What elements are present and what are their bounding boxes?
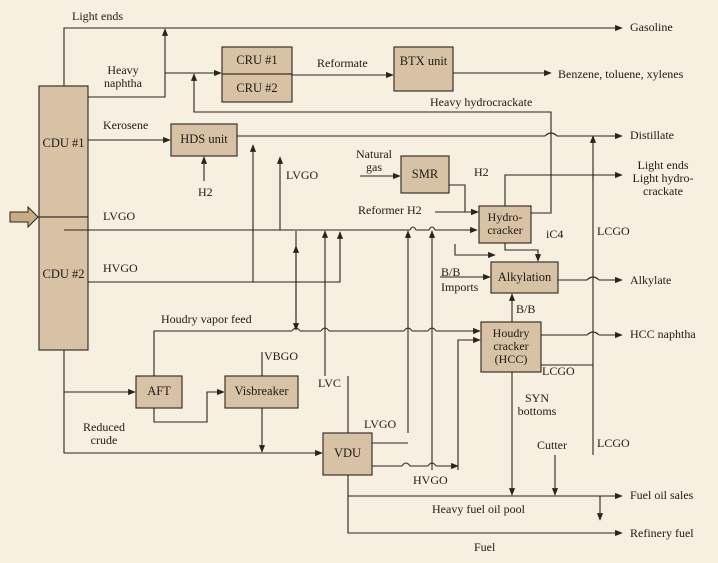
- heavy-hydrocrackate-label: Heavy hydrocrackate: [430, 95, 533, 109]
- aft-label: AFT: [147, 384, 171, 398]
- hcc-box: [480, 321, 542, 373]
- vbgo-label: VBGO: [264, 349, 299, 363]
- distillate-label: Distillate: [630, 128, 674, 142]
- btx-label: BTX unit: [399, 54, 448, 68]
- lvgo-to-hydrocracker-line: [454, 244, 496, 259]
- light-ends-crackate-label: Light ends Light hydro-crackate: [632, 158, 694, 198]
- cdu2-box: [38, 216, 89, 351]
- lcgo-right-label: LCGO: [597, 224, 630, 238]
- houdry-vapor-feed-label: Houdry vapor feed: [161, 312, 252, 326]
- hvf-bridge-4: [427, 327, 437, 332]
- heavy-naphtha-label: Heavy naphtha: [104, 63, 142, 90]
- smr-h2-line: [449, 184, 479, 216]
- cdu1-box: [38, 85, 89, 218]
- hvf-bridge-1: [291, 327, 301, 332]
- fuel-oil-sales-label: Fuel oil sales: [630, 488, 694, 502]
- btx-products-label: Benzene, toluene, xylenes: [558, 67, 684, 81]
- cdu1-label: CDU #1: [42, 136, 85, 150]
- lvgo-vdu-label: LVGO: [364, 417, 397, 431]
- hcc-feed-line: [457, 336, 481, 470]
- cru2-label: CRU #2: [236, 81, 278, 95]
- heavy-naphtha-line: [88, 69, 222, 98]
- hvgo-main-line: [88, 231, 344, 283]
- hvf-bridge-3: [403, 327, 413, 332]
- btx-box: [393, 46, 454, 92]
- gasoline-label: Gasoline: [630, 20, 673, 34]
- lcgo-hcc-label: LCGO: [542, 364, 575, 378]
- cutter-label: Cutter: [537, 438, 567, 452]
- vdu-hvgo-bridge-1: [401, 462, 411, 467]
- reformate-label: Reformate: [317, 56, 368, 70]
- houdry-vapor-feed-line: [153, 331, 480, 376]
- bb-imports-label: B/B Imports: [441, 265, 479, 294]
- lvgo-bridge-2: [428, 226, 436, 231]
- ic4-line: [504, 243, 542, 262]
- refinery-fuel-label: Refinery fuel: [630, 526, 694, 540]
- bb-hcc-label: B/B: [516, 302, 536, 316]
- light-ends-crackate-line: [504, 171, 623, 206]
- heavy-fuel-oil-pool-label: Heavy fuel oil pool: [432, 502, 525, 516]
- crude-feed-arrow: [9, 205, 39, 229]
- alkylation-label: Alkylation: [497, 270, 552, 284]
- cdu-to-aft-line: [63, 350, 136, 396]
- fuel-label: Fuel: [474, 540, 496, 554]
- visbreaker-label: Visbreaker: [234, 384, 289, 398]
- hvgo-vdu-label: HVGO: [413, 473, 448, 487]
- lvc-label: LVC: [318, 376, 341, 390]
- hydrocracker-label: Hydro-cracker: [487, 210, 523, 237]
- cru1-label: CRU #1: [236, 53, 278, 67]
- heavy-hydrocrackate-line: [190, 73, 552, 214]
- visbreaker-box: [224, 375, 299, 409]
- fuel-oil-pool-line: [347, 475, 623, 500]
- lvgo-top-label: LVGO: [286, 168, 319, 182]
- cdu2-label: CDU #2: [42, 267, 85, 281]
- hvf-bridge-2: [320, 327, 330, 332]
- kerosene-label: Kerosene: [103, 118, 149, 132]
- alkylate-label: Alkylate: [630, 273, 672, 287]
- alkylation-box: [490, 261, 559, 294]
- hcc-label: Houdry cracker (HCC): [492, 326, 530, 366]
- hds-box: [170, 123, 238, 157]
- fuel-line: [347, 496, 623, 537]
- vdu-hvgo-bridge-2: [427, 462, 437, 467]
- distillate-bridge: [544, 132, 558, 137]
- hvgo-feed-label: HVGO: [103, 261, 138, 275]
- hds-label: HDS unit: [180, 132, 228, 146]
- hcc-naphtha-label: HCC naphtha: [630, 327, 696, 341]
- stream-lines: [63, 24, 623, 537]
- reformer-h2-label: Reformer H2: [358, 203, 422, 217]
- lvgo-feed-label: LVGO: [103, 209, 136, 223]
- h2-smr-label: H2: [474, 165, 489, 179]
- aft-box: [135, 375, 183, 409]
- lvgo-bridge-1: [409, 226, 417, 231]
- smr-label: SMR: [411, 167, 439, 181]
- reduced-crude-label: Reduced crude: [83, 420, 125, 447]
- lcgo-bottom-label: LCGO: [597, 436, 630, 450]
- cru2-box: [221, 73, 293, 103]
- aft-visbreaker-line: [153, 388, 225, 423]
- light-ends-label: Light ends: [72, 9, 123, 23]
- reduced-crude-line: [63, 392, 323, 457]
- ic4-label: iC4: [546, 227, 564, 241]
- light-ends-line: [63, 24, 623, 86]
- vdu-label: VDU: [333, 446, 362, 460]
- natural-gas-label: Natural gas: [356, 147, 392, 174]
- smr-box: [400, 155, 450, 194]
- h2-hds-label: H2: [198, 185, 213, 199]
- syn-bottoms-label: SYN bottoms: [517, 391, 557, 418]
